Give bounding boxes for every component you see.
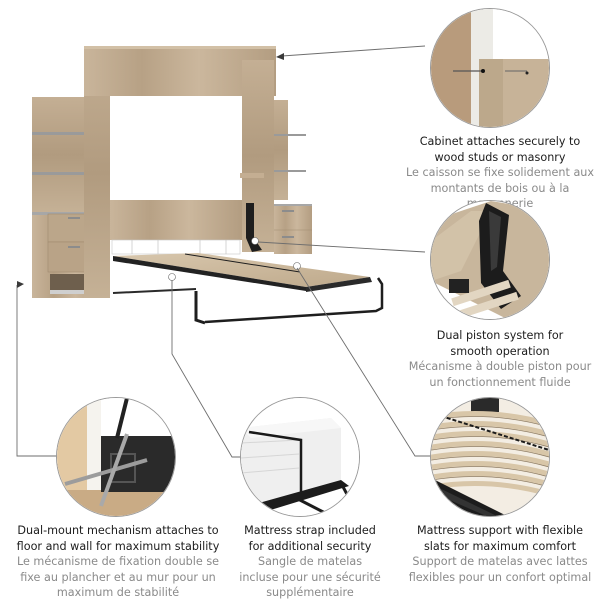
wall-anchor-icon [431, 9, 549, 127]
caption-en-line: Mattress support with flexible [416, 524, 584, 537]
caption-en-line: floor and wall for maximum stability [16, 539, 220, 553]
caption-en-line: wood studs or masonry [434, 150, 566, 164]
caption-fr-line: Le caisson se fixe solidement aux [405, 166, 595, 179]
dual-mount-closeup [56, 397, 176, 517]
caption-fr-line: supplémentaire [266, 586, 354, 599]
caption-cabinet-attach: Cabinet attaches securely to wood studs … [400, 134, 600, 212]
caption-fr-line: Sangle de matelas [257, 555, 363, 568]
mattress-strap-closeup [240, 397, 360, 517]
caption-fr-line: flexibles pour un confort optimal [408, 570, 592, 584]
caption-en-line: slats for maximum comfort [423, 539, 577, 553]
caption-en-line: Cabinet attaches securely to [419, 135, 581, 148]
caption-dual-piston: Dual piston system for smooth operation … [400, 328, 600, 390]
floor-wall-mount-icon [57, 398, 175, 516]
caption-dual-mount: Dual-mount mechanism attaches to floor a… [0, 523, 236, 600]
caption-en-line: for additional security [248, 539, 372, 553]
piston-icon [431, 201, 549, 319]
caption-fr-line: maximum de stabilité [56, 586, 180, 599]
flexible-slats-closeup [430, 397, 550, 517]
caption-flexible-slats: Mattress support with flexible slats for… [400, 523, 600, 585]
caption-fr-line: Support de matelas avec lattes [412, 555, 588, 568]
caption-fr-line: fixe au plancher et au mur pour un [20, 570, 216, 584]
cabinet-attach-closeup [430, 8, 550, 128]
caption-en-line: smooth operation [450, 344, 550, 358]
caption-fr-line: incluse pour une sécurité [239, 570, 381, 584]
caption-fr-line: Mécanisme à double piston pour [408, 360, 592, 373]
caption-fr-line: un fonctionnement fluide [429, 375, 571, 389]
dual-piston-closeup [430, 200, 550, 320]
slats-icon [431, 398, 549, 516]
caption-en-line: Mattress strap included [244, 524, 376, 537]
caption-fr-line: Le mécanisme de fixation double se [16, 555, 220, 568]
caption-en-line: Dual-mount mechanism attaches to [17, 524, 219, 537]
caption-mattress-strap: Mattress strap included for additional s… [220, 523, 400, 600]
mattress-strap-icon [241, 398, 359, 516]
caption-en-line: Dual piston system for [436, 329, 564, 342]
